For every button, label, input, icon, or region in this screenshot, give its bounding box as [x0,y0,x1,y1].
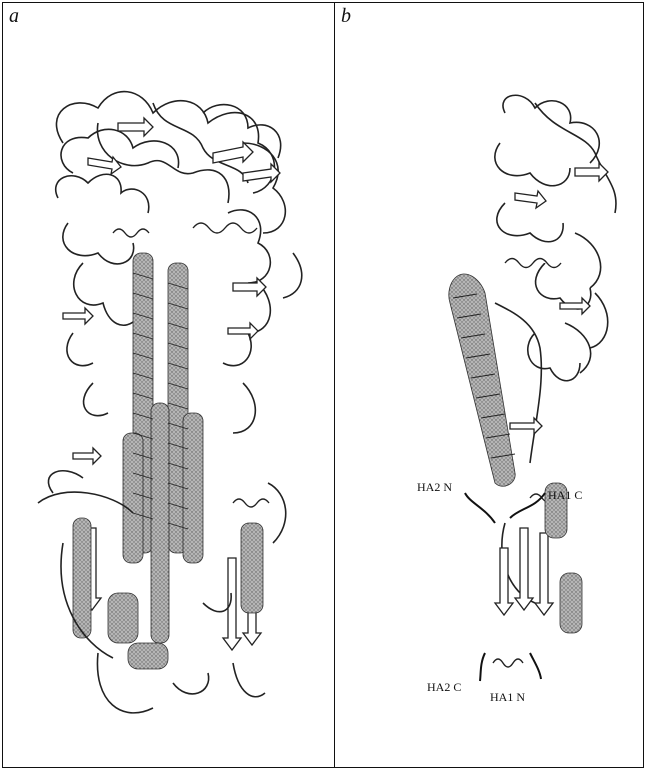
label-ha2-n: HA2 N [417,480,452,494]
monomer-ribbon-diagram: HA2 N HA1 C HA2 C HA1 N [335,3,643,769]
monomer-long-helix [449,274,582,633]
label-ha2-c: HA2 C [427,680,461,694]
monomer-beta-strands [495,163,608,615]
panel-a: a [3,3,334,767]
trimer-ribbon-diagram [3,3,334,769]
panel-b: b [335,3,643,767]
label-ha1-n: HA1 N [490,690,525,704]
label-ha1-c: HA1 C [548,488,582,502]
